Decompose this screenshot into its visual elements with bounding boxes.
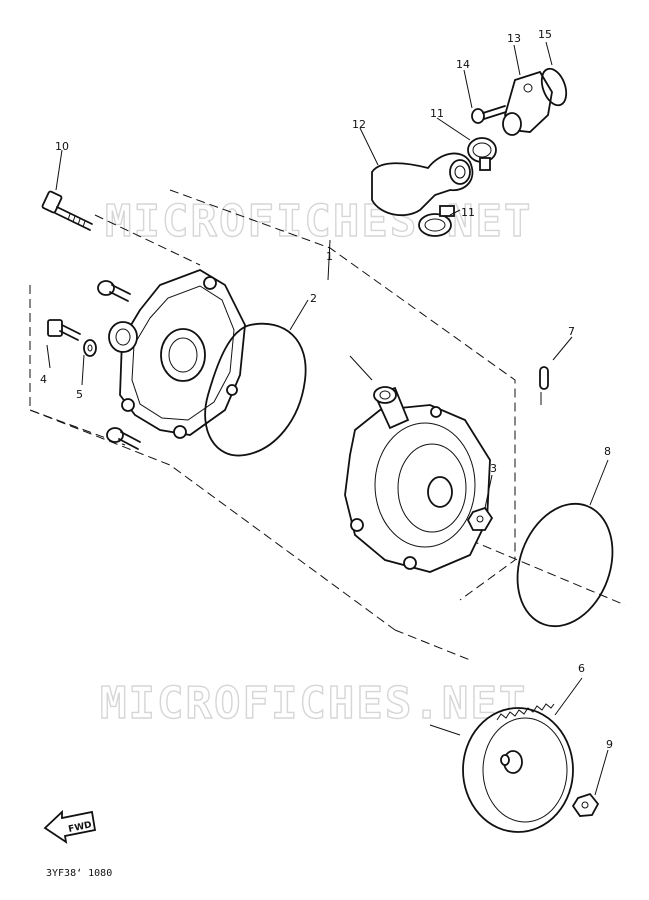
fitting-item-13 bbox=[502, 70, 553, 136]
bolt-item-4-middle bbox=[47, 319, 81, 341]
hose-clamp-item-11-lower bbox=[418, 205, 455, 237]
leader-lines bbox=[46, 41, 609, 796]
callout-15: 15 bbox=[538, 28, 552, 41]
bolt-item-14 bbox=[471, 105, 507, 124]
o-ring-item-8 bbox=[516, 502, 614, 628]
hose-clamp-item-11-upper bbox=[467, 137, 497, 171]
callout-3: 3 bbox=[490, 462, 497, 475]
callout-labels: 1 2 3 4 5 6 7 8 9 10 11 11 12 13 14 15 bbox=[40, 28, 613, 751]
callout-4: 4 bbox=[40, 373, 47, 386]
washer-item-5 bbox=[83, 339, 97, 357]
fwd-arrow-icon: FWD bbox=[43, 809, 97, 844]
callout-6: 6 bbox=[578, 662, 585, 675]
nut-item-9 bbox=[571, 792, 600, 817]
callout-11-upper: 11 bbox=[430, 107, 444, 120]
callout-2: 2 bbox=[310, 292, 317, 305]
impeller-gear-item-6 bbox=[462, 703, 574, 833]
callout-8: 8 bbox=[604, 445, 611, 458]
callout-10: 10 bbox=[55, 140, 69, 153]
pump-cover-item-1 bbox=[108, 269, 246, 439]
gasket-item-2 bbox=[204, 322, 307, 457]
fwd-label: FWD bbox=[68, 820, 93, 835]
callout-9: 9 bbox=[606, 738, 613, 751]
callout-7: 7 bbox=[568, 325, 575, 338]
hose-item-12 bbox=[371, 152, 474, 217]
callout-13: 13 bbox=[507, 32, 521, 45]
pump-housing bbox=[344, 386, 491, 573]
diagram-code: 3YF38ʻ 1080 bbox=[46, 867, 112, 879]
callout-5: 5 bbox=[76, 388, 83, 401]
bolt-item-4-upper bbox=[97, 280, 131, 302]
watermark-top: MICROFICHES.NET bbox=[105, 196, 532, 247]
callout-12: 12 bbox=[352, 118, 366, 131]
callout-14: 14 bbox=[456, 58, 470, 71]
callout-11-lower: 11 bbox=[461, 206, 475, 219]
o-ring-item-15 bbox=[540, 67, 568, 107]
watermark-bottom: MICROFICHES.NET bbox=[100, 678, 527, 729]
bolt-item-10 bbox=[41, 190, 93, 231]
bolt-item-4-lower bbox=[106, 427, 141, 450]
pin-item-7 bbox=[539, 366, 549, 390]
callout-1: 1 bbox=[326, 250, 333, 263]
